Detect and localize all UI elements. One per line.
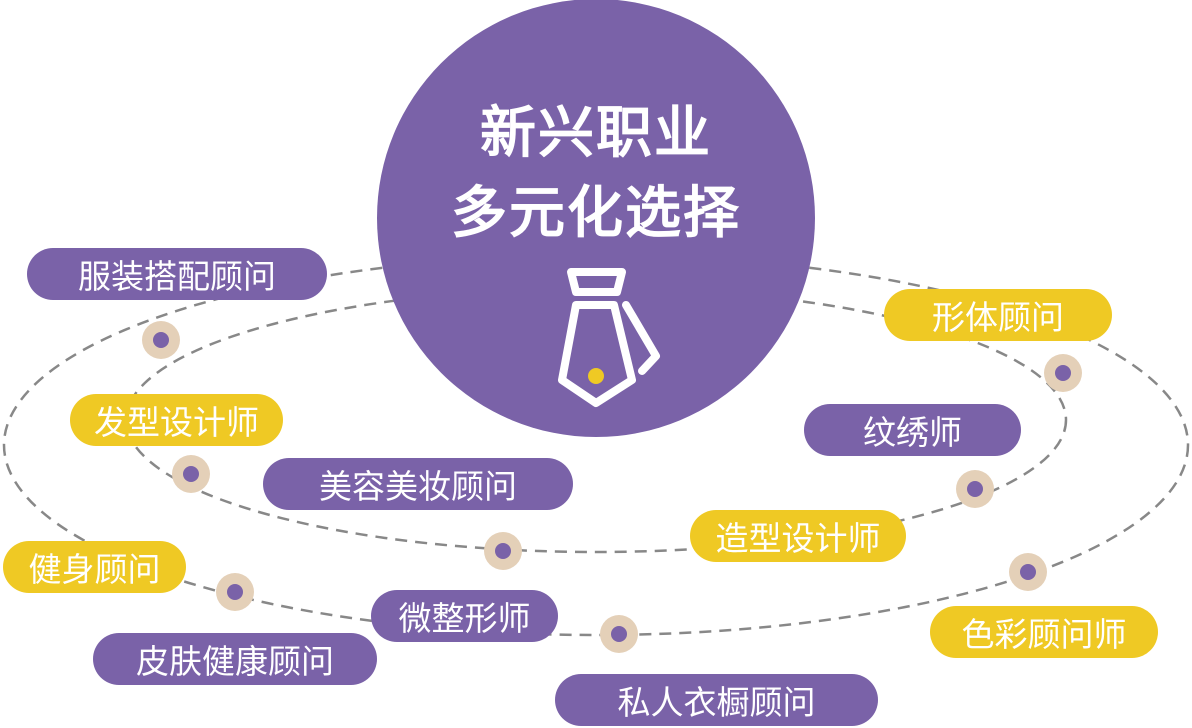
- career-fashion-stylist: 服装搭配顾问: [27, 248, 327, 300]
- orbit-dot: [153, 332, 169, 348]
- career-hair-designer: 发型设计师: [70, 394, 283, 446]
- career-tattoo-artist: 纹绣师: [804, 404, 1021, 456]
- career-wardrobe-consultant: 私人衣橱顾问: [555, 674, 878, 726]
- career-color-consultant: 色彩顾问师: [930, 606, 1158, 658]
- career-skin-health-consultant: 皮肤健康顾问: [93, 633, 377, 685]
- tie-dot: [588, 368, 604, 384]
- orbit-dot: [611, 626, 627, 642]
- career-beauty-consultant: 美容美妆顾问: [263, 458, 573, 510]
- orbit-dot: [967, 481, 983, 497]
- tie-icon: [558, 268, 660, 407]
- orbit-dot: [1055, 365, 1071, 381]
- title-line-2: 多元化选择: [451, 181, 741, 246]
- orbit-dot: [1020, 564, 1036, 580]
- center-circle: [377, 0, 815, 437]
- orbit-dot: [183, 466, 199, 482]
- career-body-consultant: 形体顾问: [884, 289, 1112, 341]
- career-cosmetic-surgeon: 微整形师: [371, 590, 558, 642]
- title-line-1: 新兴职业: [480, 101, 712, 166]
- orbit-dot: [495, 543, 511, 559]
- career-image-designer: 造型设计师: [690, 510, 906, 562]
- career-fitness-consultant: 健身顾问: [3, 541, 186, 593]
- orbit-dot: [227, 584, 243, 600]
